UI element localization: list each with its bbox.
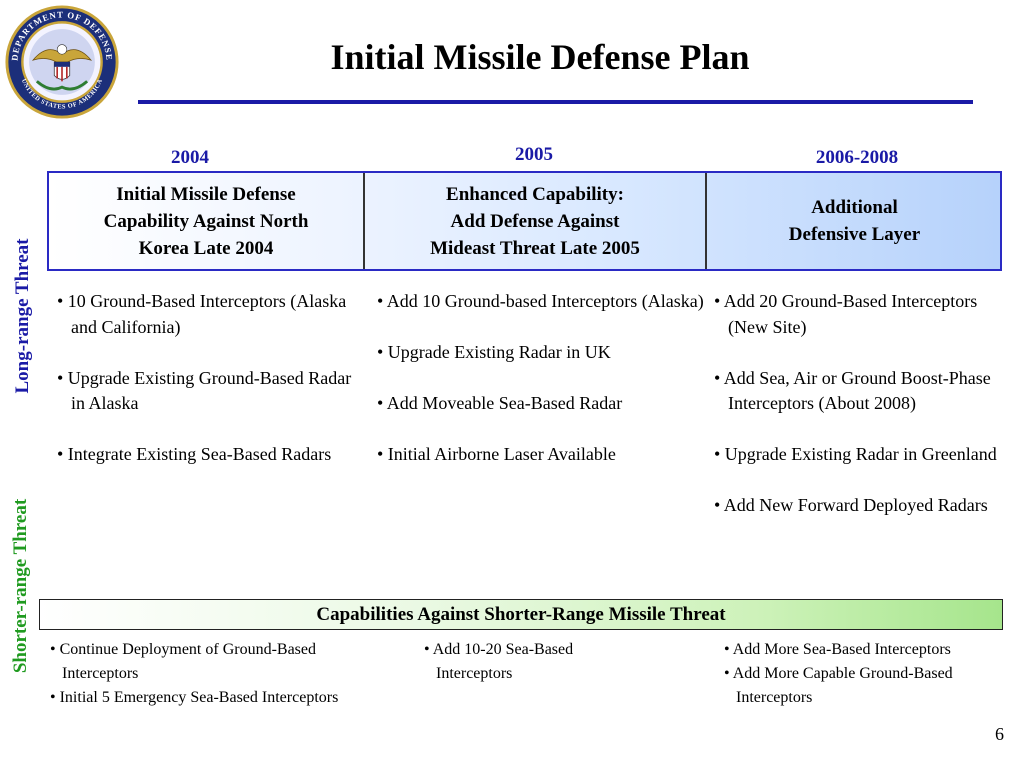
- list-item: • Add Sea, Air or Ground Boost-Phase Int…: [714, 367, 991, 414]
- page-number: 6: [995, 724, 1004, 744]
- list-item: • Add 10-20 Sea-Based Interceptors: [424, 641, 574, 682]
- list-item: • Add 20 Ground-Based Interceptors (New …: [714, 291, 978, 337]
- long-range-list-2005: • Add 10 Ground-based Interceptors (Alas…: [377, 289, 707, 493]
- phase-line: Mideast Threat Late 2005: [430, 237, 640, 259]
- page-title: Initial Missile Defense Plan: [330, 37, 750, 77]
- list-item: • Add New Forward Deployed Radars: [714, 495, 988, 515]
- dod-seal-icon: DEPARTMENT OF DEFENSE UNITED STATES OF A…: [5, 5, 119, 119]
- phase-cell-2005: Enhanced Capability: Add Defense Against…: [365, 173, 705, 269]
- list-item: • Add More Capable Ground-Based Intercep…: [724, 665, 953, 706]
- long-range-list-2004: • 10 Ground-Based Interceptors (Alaska a…: [57, 289, 362, 493]
- phase-line: Add Defense Against: [450, 210, 620, 232]
- long-range-threat-label: Long-range Threat: [12, 238, 33, 394]
- phase-line: Initial Missile Defense: [116, 183, 296, 205]
- title-underline: [138, 100, 973, 104]
- phase-line: Korea Late 2004: [138, 237, 274, 259]
- phase-cell-2006-2008: Additional Defensive Layer: [707, 173, 1002, 269]
- year-label-2005: 2005: [515, 144, 553, 165]
- column-divider: [363, 173, 365, 269]
- list-item: • Add Moveable Sea-Based Radar: [377, 393, 623, 413]
- list-item: • Integrate Existing Sea-Based Radars: [57, 444, 332, 464]
- list-item: • 10 Ground-Based Interceptors (Alaska a…: [57, 291, 347, 337]
- list-item: • Initial 5 Emergency Sea-Based Intercep…: [50, 689, 339, 706]
- list-item: • Add More Sea-Based Interceptors: [724, 641, 951, 658]
- phase-line: Additional: [811, 197, 898, 218]
- shorter-range-list-2006-2008: • Add More Sea-Based Interceptors • Add …: [724, 638, 1014, 710]
- phase-header-table: Initial Missile Defense Capability Again…: [47, 171, 1002, 271]
- phase-line: Capability Against North: [103, 210, 309, 232]
- phase-cell-2004: Initial Missile Defense Capability Again…: [49, 173, 363, 269]
- shorter-range-list-2005: • Add 10-20 Sea-Based Interceptors: [424, 638, 634, 686]
- list-item: • Upgrade Existing Radar in UK: [377, 342, 611, 362]
- list-item: • Upgrade Existing Radar in Greenland: [714, 444, 997, 464]
- shorter-range-banner: Capabilities Against Shorter-Range Missi…: [39, 599, 1003, 630]
- phase-line: Enhanced Capability:: [446, 183, 624, 205]
- list-item: • Initial Airborne Laser Available: [377, 444, 616, 464]
- year-label-2004: 2004: [171, 147, 209, 168]
- list-item: • Continue Deployment of Ground-Based In…: [50, 641, 316, 682]
- shorter-range-list-2004: • Continue Deployment of Ground-Based In…: [50, 638, 395, 710]
- shorter-range-threat-label: Shorter-range Threat: [10, 498, 31, 674]
- list-item: • Add 10 Ground-based Interceptors (Alas…: [377, 291, 704, 311]
- column-divider: [705, 173, 707, 269]
- phase-line: Defensive Layer: [788, 224, 921, 245]
- long-range-list-2006-2008: • Add 20 Ground-Based Interceptors (New …: [714, 289, 1014, 544]
- year-label-2006-2008: 2006-2008: [815, 147, 899, 168]
- list-item: • Upgrade Existing Ground-Based Radar in…: [57, 367, 352, 414]
